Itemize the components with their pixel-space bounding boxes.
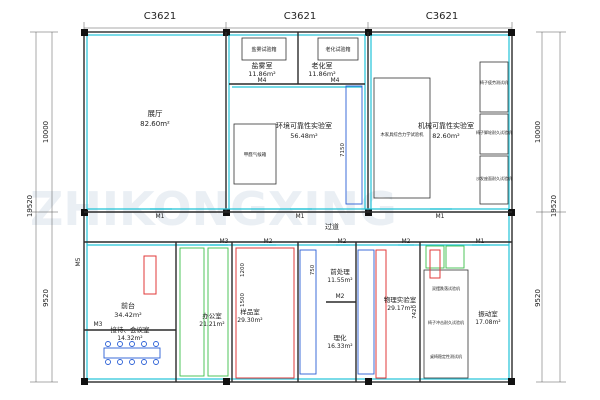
salt-test-label: 盐雾试验箱 bbox=[251, 46, 276, 53]
door-m2-a: M2 bbox=[264, 238, 273, 245]
dim-7150: 7150 bbox=[340, 143, 346, 157]
pretreat-name: 前处理 bbox=[330, 267, 350, 276]
dim-1200: 1200 bbox=[240, 263, 246, 277]
storage-area: 16.33m² bbox=[327, 343, 353, 350]
aging-area: 11.86m² bbox=[308, 70, 336, 78]
dim-750: 750 bbox=[310, 264, 316, 275]
sofa-test-label: 沙发座面耐久试验机 bbox=[476, 175, 512, 181]
vib-bot-label: 桌椅稳定性测试机 bbox=[430, 353, 462, 359]
vibration-area: 17.08m² bbox=[475, 319, 501, 326]
red-elements bbox=[143, 247, 441, 379]
door-m2-c: M2 bbox=[402, 238, 411, 245]
door-m4-a: M4 bbox=[258, 77, 267, 84]
door-m1-c: M1 bbox=[436, 213, 445, 220]
reception-area: 34.42m² bbox=[114, 311, 142, 319]
door-m3-a: M3 bbox=[220, 238, 229, 245]
salt-name: 盐雾室 bbox=[252, 61, 273, 70]
aging-name: 老化室 bbox=[312, 61, 333, 70]
dim-1500: 1500 bbox=[240, 293, 246, 307]
left-dim-bottom: 9520 bbox=[42, 289, 50, 307]
door-m4-b: M4 bbox=[331, 77, 340, 84]
equipment-boxes bbox=[233, 37, 509, 379]
top-dimensions: C3621 C3621 C3621 bbox=[83, 11, 513, 34]
hall-area: 82.60m² bbox=[140, 120, 170, 128]
door-labels: M1 M1 M1 M3 M2 M2 M2 M1 M4 M4 M2 M3 M5 bbox=[75, 77, 485, 328]
lower-walls bbox=[84, 242, 421, 382]
mech-area: 82.60m² bbox=[432, 132, 460, 140]
doors bbox=[150, 208, 490, 246]
right-dim-top: 10000 bbox=[534, 121, 542, 143]
left-dim-top: 10000 bbox=[42, 121, 50, 143]
door-m5: M5 bbox=[75, 257, 82, 266]
chair-durability-label: 椅子脚轮耐久试验机 bbox=[476, 129, 512, 135]
corridor-name: 过道 bbox=[325, 222, 339, 231]
top-dim-2: C3621 bbox=[284, 11, 316, 22]
mech-name: 机械可靠性实验室 bbox=[418, 121, 474, 130]
vib-top-label: 双摆跌落试验机 bbox=[432, 285, 460, 291]
right-dim-total: 19520 bbox=[550, 195, 558, 217]
hall-name: 展厅 bbox=[148, 109, 163, 118]
room-labels: 展厅 82.60m² 盐雾室 11.86m² 老化室 11.86m² 环境可靠性… bbox=[111, 61, 502, 350]
dim-7420: 7420 bbox=[412, 305, 418, 319]
left-dimensions: 10000 9520 19520 bbox=[26, 31, 58, 383]
blue-stacks bbox=[299, 85, 375, 375]
meeting-area: 14.32m² bbox=[117, 335, 143, 342]
door-m1-b: M1 bbox=[296, 213, 305, 220]
sample-area: 29.30m² bbox=[237, 317, 263, 324]
door-m1-a: M1 bbox=[156, 213, 165, 220]
left-dim-total: 19520 bbox=[26, 195, 34, 217]
door-m3-b: M3 bbox=[94, 321, 103, 328]
door-m2-b: M2 bbox=[338, 238, 347, 245]
right-dim-bottom: 9520 bbox=[534, 289, 542, 307]
equipment-labels: 盐雾试验箱 老化试验箱 甲醛气候箱 木家具综合力学试验机 椅子疲劳测试机 椅子脚… bbox=[244, 46, 512, 359]
top-dim-3: C3621 bbox=[426, 11, 458, 22]
storage-name: 理化 bbox=[334, 333, 348, 342]
vibration-name: 振动室 bbox=[478, 309, 498, 318]
office-area: 21.21m² bbox=[199, 321, 225, 328]
reception-name: 前台 bbox=[121, 301, 135, 310]
wood-test-label: 木家具综合力学试验机 bbox=[381, 131, 425, 138]
top-dim-1: C3621 bbox=[144, 11, 176, 22]
methane-label: 甲醛气候箱 bbox=[244, 151, 267, 158]
door-m1-d: M1 bbox=[476, 238, 485, 245]
chair-fatigue-label: 椅子疲劳测试机 bbox=[480, 79, 508, 85]
physical-name: 物理实验室 bbox=[384, 295, 417, 304]
aging-test-label: 老化试验箱 bbox=[325, 46, 350, 53]
green-cabinets bbox=[179, 245, 465, 377]
physical-area: 29.17m² bbox=[387, 305, 413, 312]
pretreat-area: 11.55m² bbox=[327, 277, 353, 284]
right-dimensions: 10000 9520 19520 bbox=[534, 31, 566, 383]
env-name: 环境可靠性实验室 bbox=[276, 121, 332, 130]
vib-mid-label: 椅子冲击耐久试验机 bbox=[428, 319, 464, 325]
env-area: 56.48m² bbox=[290, 132, 318, 140]
sample-name: 样品室 bbox=[240, 307, 260, 316]
office-name: 办公室 bbox=[202, 311, 222, 320]
salt-area: 11.86m² bbox=[248, 70, 276, 78]
meeting-name: 接待、会议室 bbox=[111, 325, 151, 334]
meeting-table bbox=[103, 341, 161, 365]
small-dimensions: 7150 7420 1200 1500 750 bbox=[240, 143, 418, 319]
door-m2-d: M2 bbox=[336, 293, 345, 300]
